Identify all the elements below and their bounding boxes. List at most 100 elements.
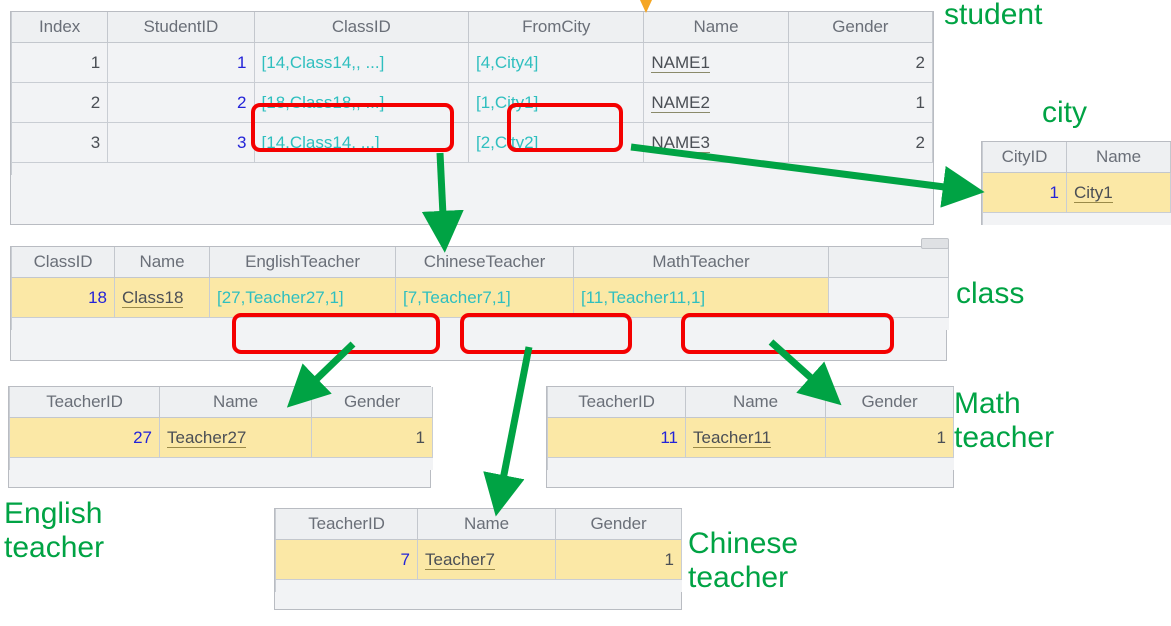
cell-name[interactable]: Teacher11: [685, 417, 826, 458]
column-header-gender[interactable]: Gender: [555, 509, 682, 540]
column-header-gender[interactable]: Gender: [788, 12, 934, 43]
cell-gender[interactable]: 1: [825, 417, 954, 458]
cell-name[interactable]: Teacher27: [159, 417, 312, 458]
column-header-blank: [828, 247, 949, 278]
caption-chinese-teacher: Chinese teacher: [688, 527, 799, 594]
cell-teacherid[interactable]: 7: [275, 539, 418, 580]
scroll-nub-icon[interactable]: [921, 238, 949, 249]
table-row[interactable]: 2 2 [18,Class18,, ...] [1,City1] NAME2 1: [10, 82, 934, 123]
cell-gender[interactable]: 1: [555, 539, 682, 580]
cell-cityid[interactable]: 1: [982, 172, 1067, 213]
cell-classid[interactable]: [18,Class18,, ...]: [254, 82, 469, 123]
column-header-name[interactable]: Name: [685, 387, 826, 418]
column-header-mathteacher[interactable]: MathTeacher: [573, 247, 829, 278]
column-header-name[interactable]: Name: [159, 387, 312, 418]
cell-classid[interactable]: [14,Class14, ...]: [254, 122, 469, 163]
cell-englishteacher[interactable]: [27,Teacher27,1]: [209, 277, 396, 318]
column-header-index[interactable]: Index: [10, 12, 109, 43]
cell-name[interactable]: NAME2: [643, 82, 789, 123]
cell-name[interactable]: Teacher7: [417, 539, 556, 580]
cell-chineseteacher[interactable]: [7,Teacher7,1]: [395, 277, 574, 318]
cell-mathteacher[interactable]: [11,Teacher11,1]: [573, 277, 829, 318]
filler-cell: [643, 162, 789, 175]
table-row[interactable]: 1 City1: [982, 172, 1171, 213]
filler-cell: [254, 162, 469, 175]
table-city[interactable]: CityID Name 1 City1: [981, 141, 1171, 225]
filler-cell: [1066, 212, 1171, 225]
cell-index[interactable]: 3: [10, 122, 109, 163]
column-header-englishteacher[interactable]: EnglishTeacher: [209, 247, 396, 278]
cell-index[interactable]: 1: [10, 42, 109, 83]
column-header-teacherid[interactable]: TeacherID: [275, 509, 418, 540]
caption-student: student: [944, 0, 1043, 31]
table-row[interactable]: 7 Teacher7 1: [275, 539, 682, 580]
column-header-name[interactable]: Name: [1066, 142, 1171, 173]
table-chinese-teacher[interactable]: TeacherID Name Gender 7 Teacher7 1: [274, 508, 682, 610]
column-header-chineseteacher[interactable]: ChineseTeacher: [395, 247, 574, 278]
cell-name-text: Teacher11: [693, 427, 772, 448]
table-filler-row: [982, 212, 1171, 225]
cell-name[interactable]: NAME3: [643, 122, 789, 163]
cell-fromcity[interactable]: [4,City4]: [468, 42, 645, 83]
column-header-gender[interactable]: Gender: [825, 387, 954, 418]
cell-studentid[interactable]: 2: [107, 82, 255, 123]
cell-teacherid[interactable]: 11: [547, 417, 686, 458]
table-row[interactable]: 1 1 [14,Class14,, ...] [4,City4] NAME1 2: [10, 42, 934, 83]
filler-cell: [10, 162, 108, 175]
arrow-chinese-to-teacher: [483, 346, 533, 517]
filler-cell: [11, 317, 115, 330]
cell-gender[interactable]: 1: [788, 82, 934, 123]
column-header-teacherid[interactable]: TeacherID: [547, 387, 686, 418]
filler-cell: [828, 317, 949, 330]
filler-cell: [547, 457, 686, 470]
table-header-row: ClassID Name EnglishTeacher ChineseTeach…: [11, 247, 949, 278]
table-filler-row: [547, 457, 954, 470]
table-row[interactable]: 27 Teacher27 1: [9, 417, 433, 458]
table-row[interactable]: 3 3 [14,Class14, ...] [2,City2] NAME3 2: [10, 122, 934, 163]
filler-cell: [982, 212, 1067, 225]
column-header-studentid[interactable]: StudentID: [107, 12, 255, 43]
cell-name-text: NAME2: [651, 92, 710, 113]
cell-fromcity[interactable]: [1,City1]: [468, 82, 645, 123]
cell-name[interactable]: City1: [1066, 172, 1171, 213]
cell-gender[interactable]: 1: [311, 417, 433, 458]
filler-cell: [417, 579, 556, 592]
caption-english-teacher: English teacher: [4, 497, 105, 564]
cell-fromcity[interactable]: [2,City2]: [468, 122, 645, 163]
column-header-name[interactable]: Name: [114, 247, 210, 278]
cell-gender[interactable]: 2: [788, 122, 934, 163]
cell-studentid[interactable]: 1: [107, 42, 255, 83]
table-math-teacher[interactable]: TeacherID Name Gender 11 Teacher11 1: [546, 386, 954, 488]
cell-name[interactable]: NAME1: [643, 42, 789, 83]
cell-name-text: Teacher7: [425, 549, 495, 570]
column-header-gender[interactable]: Gender: [311, 387, 433, 418]
filler-cell: [555, 579, 682, 592]
filler-cell: [573, 317, 829, 330]
table-row[interactable]: 11 Teacher11 1: [547, 417, 954, 458]
table-student[interactable]: Index StudentID ClassID FromCity Name Ge…: [10, 11, 934, 225]
table-english-teacher[interactable]: TeacherID Name Gender 27 Teacher27 1: [8, 386, 433, 488]
column-header-name[interactable]: Name: [643, 12, 789, 43]
cell-index[interactable]: 2: [10, 82, 109, 123]
filler-cell: [311, 457, 433, 470]
cell-classid[interactable]: 18: [11, 277, 115, 318]
filler-cell: [395, 317, 574, 330]
cell-studentid[interactable]: 3: [107, 122, 255, 163]
table-class[interactable]: ClassID Name EnglishTeacher ChineseTeach…: [10, 246, 949, 361]
column-header-fromcity[interactable]: FromCity: [468, 12, 645, 43]
cell-gender[interactable]: 2: [788, 42, 934, 83]
column-header-cityid[interactable]: CityID: [982, 142, 1067, 173]
table-header-row: TeacherID Name Gender: [547, 387, 954, 418]
cell-classid[interactable]: [14,Class14,, ...]: [254, 42, 469, 83]
cell-name[interactable]: Class18: [114, 277, 210, 318]
column-header-classid[interactable]: ClassID: [254, 12, 469, 43]
filler-cell: [159, 457, 312, 470]
cell-name-text: NAME3: [651, 132, 710, 153]
column-header-classid[interactable]: ClassID: [11, 247, 115, 278]
table-row[interactable]: 18 Class18 [27,Teacher27,1] [7,Teacher7,…: [11, 277, 949, 318]
column-header-name[interactable]: Name: [417, 509, 556, 540]
cell-teacherid[interactable]: 27: [9, 417, 160, 458]
column-header-teacherid[interactable]: TeacherID: [9, 387, 160, 418]
cell-blank: [828, 277, 949, 318]
